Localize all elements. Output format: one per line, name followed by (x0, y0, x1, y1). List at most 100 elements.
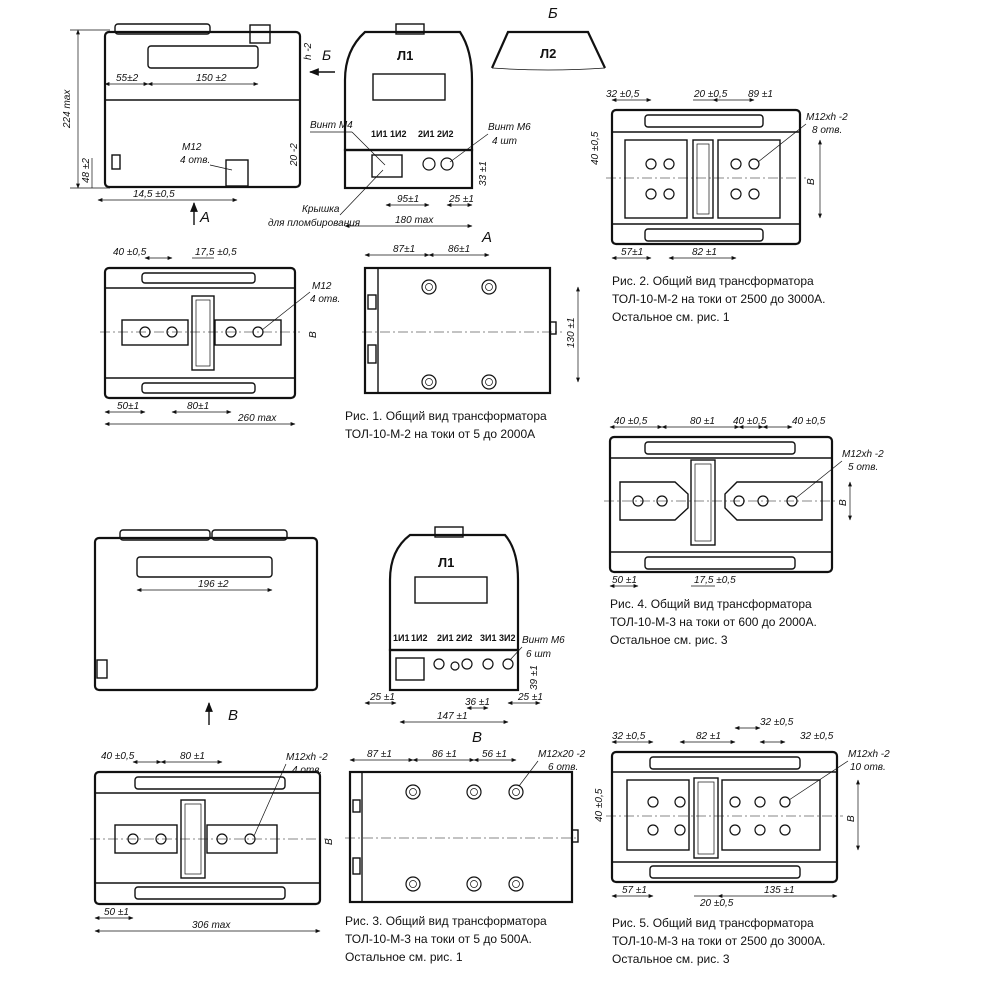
fig3-caption-line1: Рис. 3. Общий вид трансформатора (345, 914, 547, 928)
vint-m4: Винт М4 (310, 120, 353, 131)
fig3-side-view: Л1 1И1 1И2 2И1 2И2 3И1 3И2 Винт М6 6 шт … (364, 526, 565, 724)
fig2-v: В (806, 178, 817, 185)
fig2-dim-89: 89 ±1 (748, 89, 773, 100)
fig2-caption-line1: Рис. 2. Общий вид трансформатора (612, 274, 814, 288)
fig2-dim-57: 57±1 (621, 247, 643, 258)
fig5-10otv: 10 отв. (850, 762, 886, 773)
fig3-bottom-m12: М12xh -2 (286, 752, 328, 763)
fig4-v: В (838, 499, 849, 506)
fig5-dim-82: 82 ±1 (696, 731, 721, 742)
fig4-5otv: 5 отв. (848, 462, 878, 473)
terminal-1i2: 1И2 (390, 129, 406, 139)
label-l2: Л2 (540, 46, 556, 61)
fig4-dim-50: 50 ±1 (612, 575, 637, 586)
fig5-v: В (846, 815, 857, 822)
fig3-bottom-dim-50: 50 ±1 (104, 907, 129, 918)
fig1-bottom-view: 40 ±0,5 17,5 ±0,5 М12 4 отв. В 50±1 80±1… (100, 247, 340, 426)
dim-25: 25 ±1 (448, 194, 474, 205)
dim-95: 95±1 (397, 194, 419, 205)
fig3-terminal-3i2: 3И2 (499, 633, 515, 643)
kryshka-label: Крышка (302, 204, 340, 215)
bottom1-dim-17-5: 17,5 ±0,5 (195, 247, 237, 258)
view-a-label: А (481, 229, 492, 246)
fig4-dim-40c: 40 ±0,5 (792, 416, 826, 427)
fig1-view-a: А 87±1 86±1 130 ±1 (362, 229, 580, 395)
arrow-b-label: Б (322, 47, 331, 63)
fig2-caption-line2: ТОЛ-10-М-2 на токи от 2500 до 3000А. (612, 292, 825, 306)
dlya-plomb-label: для пломбирования (268, 217, 361, 229)
fig3-dim-25a: 25 ±1 (369, 692, 395, 703)
fig3-front-view: 196 ±2 В (93, 529, 319, 725)
fig4-dim-40a: 40 ±0,5 (614, 416, 648, 427)
viewv-6otv: 6 отв. (548, 762, 578, 773)
fig3-dim-39: 39 ±1 (529, 665, 540, 690)
dim-33: 33 ±1 (478, 161, 489, 186)
viewv-dim-87: 87 ±1 (367, 749, 392, 760)
fig3-terminal-1i1: 1И1 (393, 633, 409, 643)
fig2-m12: М12xh -2 (806, 112, 848, 123)
bottom1-4otv: 4 отв. (310, 294, 340, 305)
fig2-bottom-view: 32 ±0,5 20 ±0,5 89 ±1 М12xh -2 8 отв. 40… (590, 89, 848, 260)
fig3-view-v: В 87 ±1 86 ±1 56 ±1 М12x20 -2 6 отв. (345, 729, 586, 904)
dim-224: 224 max (62, 89, 73, 129)
bottom1-dim-50: 50±1 (117, 401, 139, 412)
fig3-caption-line3: Остальное см. рис. 1 (345, 950, 463, 964)
arrow-a-label: А (199, 209, 210, 226)
fig1-caption-line2: ТОЛ-10-М-2 на токи от 5 до 2000А (345, 427, 535, 441)
fig3-bottom-dim-80: 80 ±1 (180, 751, 205, 762)
fig4-dim-80: 80 ±1 (690, 416, 715, 427)
fig5-m12: М12xh -2 (848, 749, 890, 760)
fig3-bottom-view: 40 ±0,5 80 ±1 М12xh -2 4 отв. В 50 ±1 30… (90, 751, 335, 933)
dim-m12: М12 (182, 142, 202, 153)
fig2-caption-line3: Остальное см. рис. 1 (612, 310, 730, 324)
dim-14-5: 14,5 ±0,5 (133, 189, 175, 200)
fig3-vint-m6: Винт М6 (522, 635, 565, 646)
fig3-terminal-3i1: 3И1 (480, 633, 496, 643)
bottom1-dim-80: 80±1 (187, 401, 209, 412)
bottom1-v: В (308, 331, 319, 338)
fig3-bottom-dim-306: 306 max (192, 920, 231, 931)
fig3-terminal-2i2: 2И2 (456, 633, 472, 643)
fig3-caption-line2: ТОЛ-10-М-3 на токи от 5 до 500А. (345, 932, 532, 946)
fig3-vint-6sht: 6 шт (526, 649, 551, 660)
viewa-dim-87: 87±1 (393, 244, 415, 255)
terminal-2i2: 2И2 (437, 129, 453, 139)
fig5-dim-57: 57 ±1 (622, 885, 647, 896)
fig3-dim-25b: 25 ±1 (517, 692, 543, 703)
vint-m6: Винт М6 (488, 122, 531, 133)
fig3-arrow-v: В (228, 707, 238, 724)
fig4-dim-17-5: 17,5 ±0,5 (694, 575, 736, 586)
fig4-m12: М12xh -2 (842, 449, 884, 460)
fig4-caption-line2: ТОЛ-10-М-3 на токи от 600 до 2000А. (610, 615, 817, 629)
fig2-dim-40: 40 ±0,5 (590, 131, 601, 165)
fig1-side-view: Л1 1И1 1И2 2И1 2И2 Винт М4 Винт М6 4 шт … (268, 23, 531, 229)
fig5-dim-32c: 32 ±0,5 (800, 731, 834, 742)
fig3-bottom-dim-40: 40 ±0,5 (101, 751, 135, 762)
fig2-dim-32: 32 ±0,5 (606, 89, 640, 100)
fig5-caption-line1: Рис. 5. Общий вид трансформатора (612, 916, 814, 930)
viewv-label: В (472, 729, 482, 746)
fig3-bottom-4otv: 4 отв. (292, 765, 322, 776)
vint-4sht: 4 шт (492, 136, 517, 147)
fig3-dim-147: 147 ±1 (437, 711, 468, 722)
fig4-caption-line1: Рис. 4. Общий вид трансформатора (610, 597, 812, 611)
viewv-dim-86: 86 ±1 (432, 749, 457, 760)
fig5-dim-20: 20 ±0,5 (699, 898, 734, 909)
viewv-dim-56: 56 ±1 (482, 749, 507, 760)
fig2-dim-20: 20 ±0,5 (693, 89, 728, 100)
fig1-front-view: 224 max 48 ±2 55±2 150 ±2 М12 4 отв. 14,… (62, 23, 335, 226)
terminal-2i1: 2И1 (418, 129, 434, 139)
fig5-dim-135: 135 ±1 (764, 885, 795, 896)
fig3-terminal-1i2: 1И2 (411, 633, 427, 643)
dim-55: 55±2 (116, 73, 139, 84)
bottom1-m12: М12 (312, 281, 332, 292)
fig5-dim-32b: 32 ±0,5 (760, 717, 794, 728)
bottom1-dim-260: 260 max (237, 413, 277, 424)
terminal-1i1: 1И1 (371, 129, 387, 139)
viewv-m12: М12x20 -2 (538, 749, 586, 760)
bottom1-dim-40: 40 ±0,5 (113, 247, 147, 258)
fig3-label-l1: Л1 (438, 555, 454, 570)
viewa-dim-86: 86±1 (448, 244, 470, 255)
fig4-bottom-view: 40 ±0,5 80 ±1 40 ±0,5 40 ±0,5 М12xh -2 5… (604, 416, 884, 588)
